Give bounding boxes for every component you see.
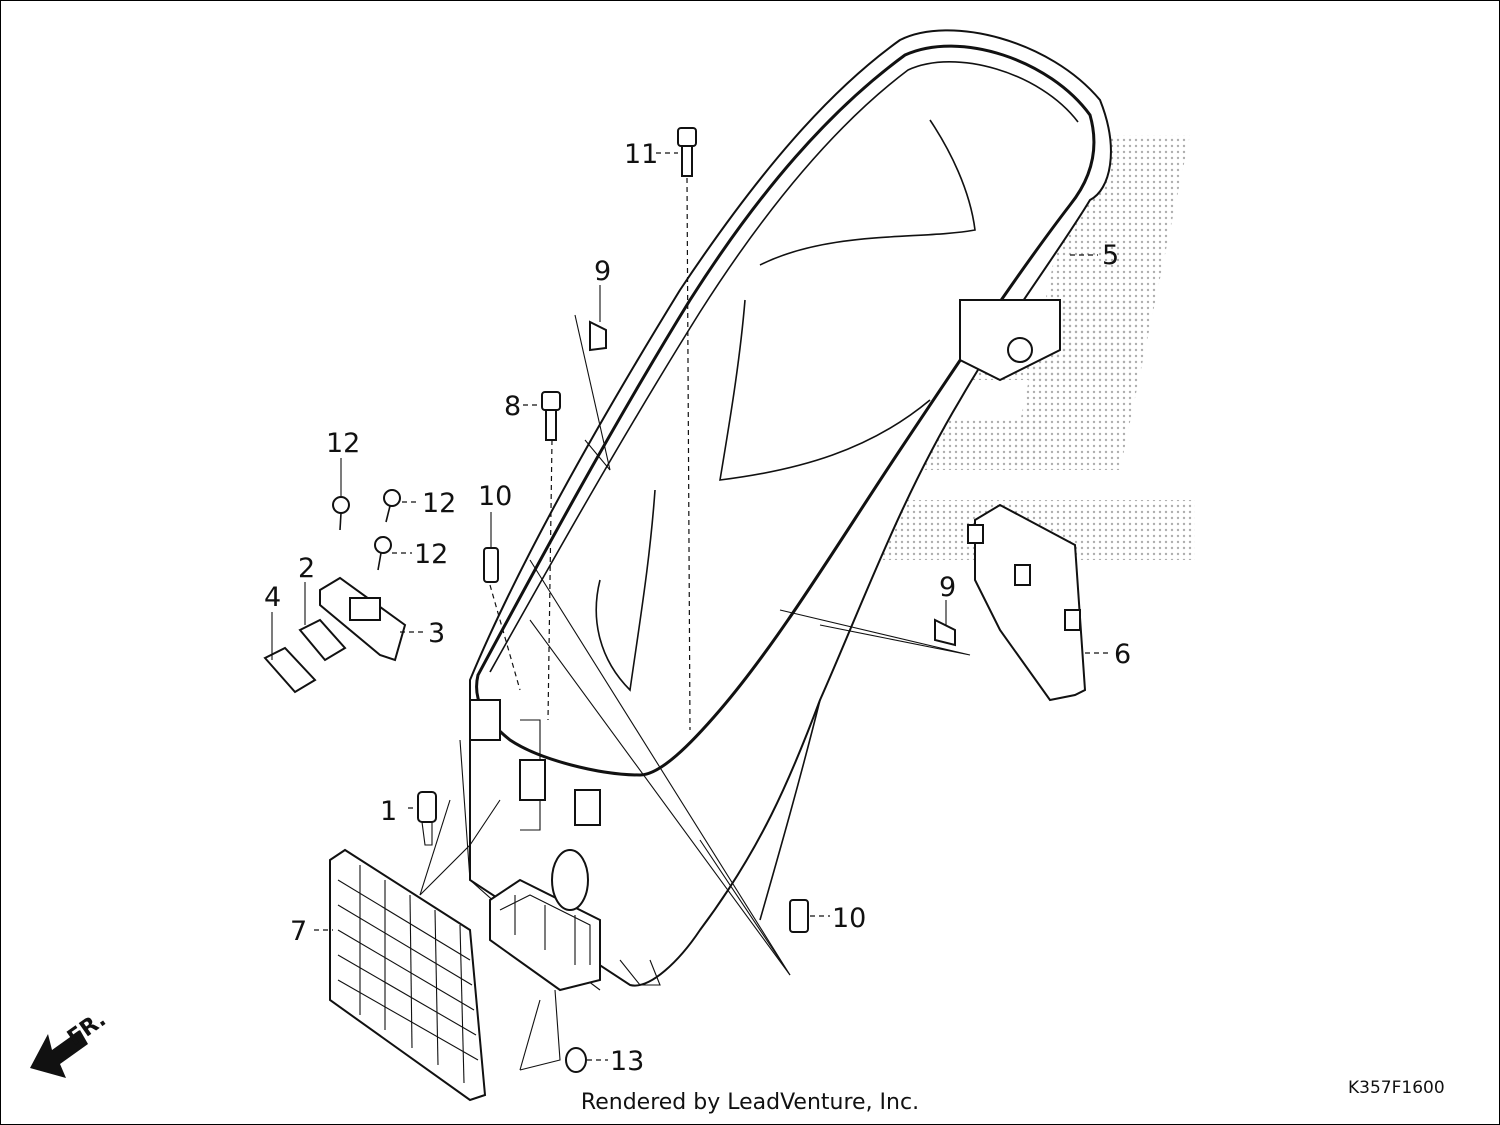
nut-part-10-left[interactable] [483, 547, 499, 583]
callout-2: 2 [298, 553, 315, 584]
callout-5: 5 [1102, 240, 1119, 271]
front-direction-arrow-icon: FR. [30, 1007, 111, 1078]
callout-9-upper: 9 [594, 256, 611, 287]
callout-10-left: 10 [478, 481, 512, 512]
screw-part-12-b[interactable] [383, 489, 401, 523]
callout-12-top: 12 [326, 428, 360, 459]
callout-3: 3 [428, 618, 445, 649]
plate-part-2[interactable] [298, 618, 347, 662]
leader-lines [271, 152, 1110, 1071]
callout-11: 11 [624, 139, 658, 170]
nut-part-10-right[interactable] [789, 899, 809, 933]
callout-1: 1 [380, 796, 397, 827]
callout-4: 4 [264, 582, 281, 613]
screw-part-9-upper[interactable] [589, 320, 607, 352]
diagram-code: K357F1600 [1348, 1078, 1445, 1098]
plate-part-4[interactable] [263, 646, 317, 694]
callout-12-middle: 12 [422, 488, 456, 519]
grille-part-7[interactable] [329, 848, 487, 1102]
screw-part-12-c[interactable] [374, 536, 392, 571]
callout-13: 13 [610, 1046, 644, 1077]
callout-10-right: 10 [832, 903, 866, 934]
luggage-box-part-5[interactable] [459, 29, 1112, 992]
callout-8: 8 [504, 391, 521, 422]
callout-12-lower: 12 [414, 539, 448, 570]
latch-part-3[interactable] [319, 576, 407, 662]
cap-part-13[interactable] [565, 1047, 587, 1073]
side-cover-part-6[interactable] [967, 503, 1087, 702]
clip-part-1[interactable] [417, 791, 437, 846]
screw-part-12-a[interactable] [332, 496, 350, 531]
bolt-part-11[interactable] [677, 127, 697, 177]
callout-9-right: 9 [939, 572, 956, 603]
screw-part-9-right[interactable] [934, 618, 956, 647]
bolt-part-8[interactable] [541, 391, 561, 441]
footer-credit: Rendered by LeadVenture, Inc. [580, 1090, 920, 1115]
callout-6: 6 [1114, 639, 1131, 670]
callout-7: 7 [290, 916, 307, 947]
